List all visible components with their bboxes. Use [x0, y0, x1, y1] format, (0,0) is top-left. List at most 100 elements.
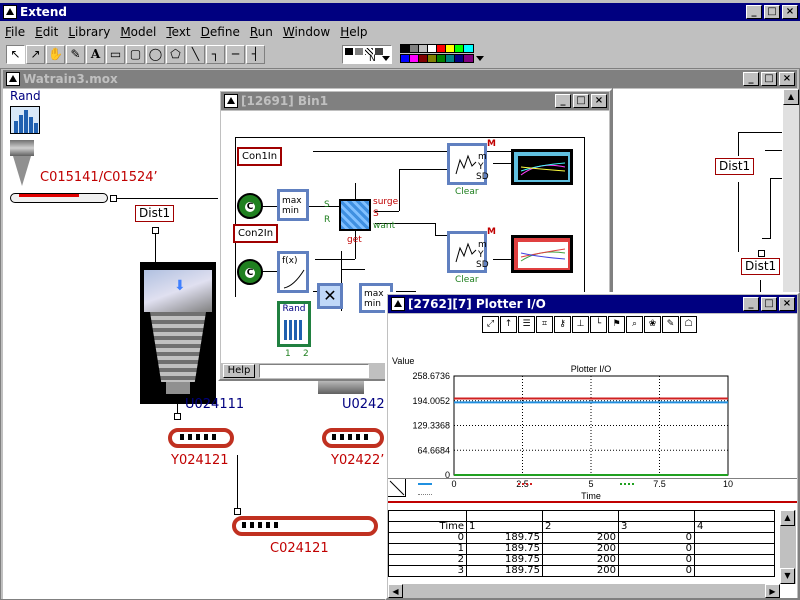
- bin1-help-button[interactable]: Help: [223, 364, 255, 378]
- app-maximize-button[interactable]: □: [764, 5, 780, 19]
- table-cell[interactable]: 0: [618, 543, 695, 555]
- menu-define[interactable]: Define: [200, 25, 240, 39]
- run-icon[interactable]: ❀: [644, 316, 661, 333]
- conveyor-y02422[interactable]: [322, 420, 386, 452]
- holding-tank-block[interactable]: [339, 199, 371, 231]
- mean-variance-block-1[interactable]: m Y SD: [447, 143, 489, 185]
- conveyor-y024121[interactable]: [168, 420, 240, 452]
- log-linear-icon[interactable]: ↑: [500, 316, 517, 333]
- bin1-minimize-button[interactable]: _: [555, 94, 571, 108]
- rand-block-bin[interactable]: Rand: [277, 301, 311, 347]
- table-scroll-right-icon[interactable]: ▶: [765, 584, 780, 598]
- zoom-fit-icon[interactable]: ⤢: [482, 316, 499, 333]
- menu-edit[interactable]: Edit: [35, 25, 59, 39]
- mean-variance-block-2[interactable]: m Y SD: [447, 231, 489, 273]
- table-scroll-left-icon[interactable]: ◀: [388, 584, 403, 598]
- hand-tool-icon[interactable]: ✋: [46, 45, 65, 64]
- table-cell[interactable]: [694, 554, 775, 566]
- con2in-block[interactable]: Con2In: [233, 224, 279, 243]
- conveyor-top[interactable]: [10, 193, 108, 203]
- app-system-menu-icon[interactable]: [3, 5, 17, 19]
- cross-axis-icon[interactable]: ⊥: [572, 316, 589, 333]
- menu-help[interactable]: Help: [340, 25, 368, 39]
- pointer-tool-icon[interactable]: ↖: [6, 45, 25, 64]
- table-cell[interactable]: 0: [618, 554, 695, 566]
- table-scroll-up-icon[interactable]: ▲: [780, 510, 795, 526]
- bin1-title-bar[interactable]: [12691] Bin1 _ □ ×: [221, 92, 609, 110]
- menu-file[interactable]: File: [5, 25, 26, 39]
- model-minimize-button[interactable]: _: [743, 72, 759, 86]
- flag-icon[interactable]: ⚑: [608, 316, 625, 333]
- menu-text[interactable]: Text: [166, 25, 191, 39]
- pattern-palette[interactable]: N: [342, 45, 392, 64]
- hopper-icon[interactable]: [10, 140, 34, 192]
- table-cell[interactable]: [694, 532, 775, 544]
- magnify-icon[interactable]: ⌕: [626, 316, 643, 333]
- legend-trace-4[interactable]: [418, 493, 432, 495]
- pencil-icon[interactable]: ✎: [662, 316, 679, 333]
- pattern-dropdown-icon[interactable]: [382, 56, 390, 61]
- legend-trace-2[interactable]: [518, 483, 532, 485]
- table-header-cell[interactable]: 4: [694, 521, 775, 533]
- bin-u02421-icon[interactable]: [318, 380, 364, 394]
- rand-block-icon[interactable]: [10, 106, 40, 134]
- model-close-button[interactable]: ×: [779, 72, 795, 86]
- right-angle-tool-icon[interactable]: ┐: [206, 45, 225, 64]
- menu-window[interactable]: Window: [282, 25, 331, 39]
- dist1-main-block[interactable]: Dist1: [135, 205, 175, 222]
- color-swatch[interactable]: [463, 54, 474, 63]
- dist1-right-port[interactable]: [758, 250, 765, 257]
- app-minimize-button[interactable]: _: [746, 5, 762, 19]
- conveyor-top-port[interactable]: [110, 195, 117, 202]
- table-cell[interactable]: [694, 543, 775, 555]
- con1in-block[interactable]: Con1In: [237, 147, 283, 166]
- menu-run[interactable]: Run: [249, 25, 273, 39]
- model-maximize-button[interactable]: □: [761, 72, 777, 86]
- block-pointer-tool-icon[interactable]: ↗: [26, 45, 45, 64]
- menu-library[interactable]: Library: [68, 25, 111, 39]
- table-header-cell[interactable]: 1: [466, 521, 543, 533]
- key-icon[interactable]: ⚷: [554, 316, 571, 333]
- table-cell[interactable]: 200: [542, 543, 619, 555]
- bin-picture[interactable]: ⬇: [140, 262, 216, 404]
- legend-trace-3[interactable]: [620, 483, 634, 485]
- model-title-bar[interactable]: Watrain3.mox _ □ ×: [3, 70, 797, 88]
- oval-tool-icon[interactable]: ◯: [146, 45, 165, 64]
- bin1-close-button[interactable]: ×: [591, 94, 607, 108]
- line-tool-icon[interactable]: ╲: [186, 45, 205, 64]
- bin1-help-field[interactable]: [259, 364, 369, 378]
- table-header-cell[interactable]: Time: [388, 521, 467, 533]
- table-header-cell[interactable]: 3: [618, 521, 695, 533]
- table-cell[interactable]: 0: [618, 532, 695, 544]
- plotter-icon-2[interactable]: [511, 235, 573, 273]
- table-cell[interactable]: 189.75: [466, 543, 543, 555]
- plotter-system-menu-icon[interactable]: [391, 297, 405, 311]
- color-swatch[interactable]: [463, 44, 474, 53]
- table-header-cell[interactable]: 2: [542, 521, 619, 533]
- constant-block-2[interactable]: C: [237, 259, 263, 285]
- polygon-tool-icon[interactable]: ⬠: [166, 45, 185, 64]
- dist1-right-mid-block[interactable]: Dist1: [741, 258, 781, 275]
- table-cell[interactable]: 3: [388, 565, 467, 577]
- table-cell[interactable]: 189.75: [466, 565, 543, 577]
- y024121-port[interactable]: [234, 508, 241, 515]
- multiply-block[interactable]: ✕: [317, 283, 343, 309]
- table-cell[interactable]: [694, 565, 775, 577]
- plotter-close-button[interactable]: ×: [779, 297, 795, 311]
- app-title-bar[interactable]: Extend _ □ ×: [0, 3, 800, 21]
- table-cell[interactable]: 189.75: [466, 554, 543, 566]
- bin1-canvas[interactable]: Con1In Con2In C C max min f(x) Rand 1 2 …: [221, 111, 609, 363]
- trace-icon[interactable]: ☰: [518, 316, 535, 333]
- table-cell[interactable]: 0: [618, 565, 695, 577]
- plotter-maximize-button[interactable]: □: [761, 297, 777, 311]
- plotter-title-bar[interactable]: [2762][7] Plotter I/O _ □ ×: [388, 295, 797, 313]
- table-cell[interactable]: 189.75: [466, 532, 543, 544]
- color-dropdown-icon[interactable]: [476, 56, 484, 61]
- dist1-right-top-block[interactable]: Dist1: [715, 158, 755, 175]
- grid-icon[interactable]: ⌗: [536, 316, 553, 333]
- table-cell[interactable]: 1: [388, 543, 467, 555]
- max-min-block-1[interactable]: max min: [277, 189, 309, 221]
- connector-line-tool-icon[interactable]: ─: [226, 45, 245, 64]
